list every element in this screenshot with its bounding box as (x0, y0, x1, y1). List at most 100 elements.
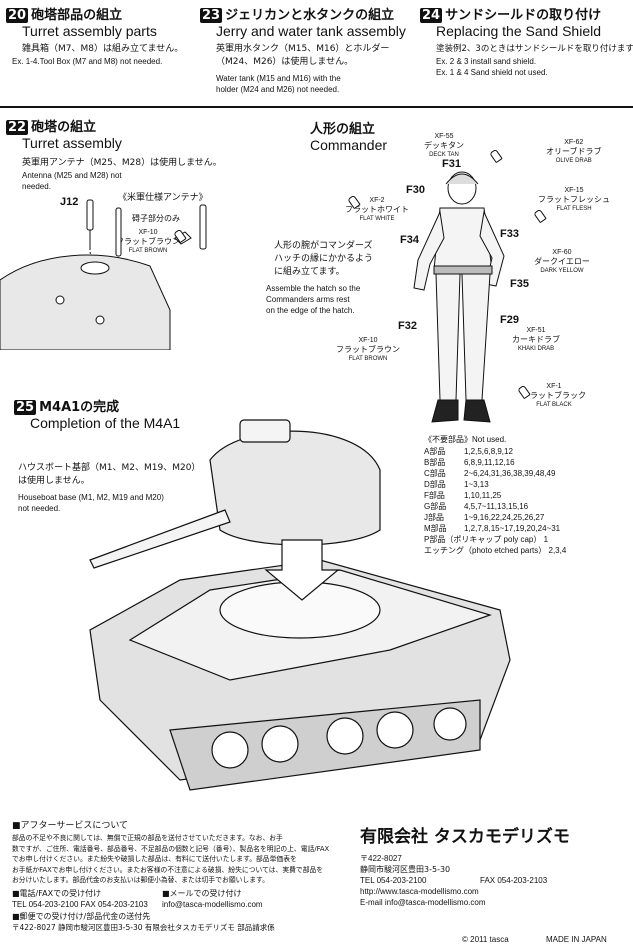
company-address: 静岡市駿河区豊田3-5-30 (360, 865, 451, 874)
footer-divider (0, 812, 633, 813)
part-f31: F31 (442, 158, 461, 170)
figure-left-leg (435, 273, 461, 401)
commander-note-jp-2: ハッチの縁にかかるよう (274, 254, 374, 264)
step-note-jp-1: ハウスボート基部（M1、M2、M19、M20） (18, 463, 201, 473)
paint-name-en: DECK TAN (429, 152, 459, 158)
company-email[interactable]: E-mail info@tasca-modellismo.com (360, 898, 486, 907)
made-in-japan: MADE IN JAPAN (546, 935, 607, 944)
company-block: 有限会社 タスカモデリズモ 〒422-8027 静岡市駿河区豊田3-5-30 T… (360, 822, 630, 908)
step-note-jp: 塗装例2、3のときはサンドシールドを取り付けます。 (436, 44, 633, 54)
step-note-en-1: Water tank (M15 and M16) with the (216, 74, 341, 83)
step-number: 24 (420, 8, 443, 23)
paint-code: XF-60 (552, 249, 572, 256)
email-block: ■メールでの受け付け info@tasca-modellismo.com (162, 889, 263, 911)
figure-right-boot (463, 399, 491, 423)
paint-xf51: XF-51 カーキドラブ KHAKI DRAB (512, 326, 560, 353)
rivet (55, 295, 65, 305)
paint-code: XF-55 (434, 133, 454, 140)
step-note-jp: 雑具箱（M7、M8）は組み立てません。 (22, 44, 184, 54)
commander-title-en: Commander (310, 137, 388, 153)
paint-name-jp: カーキドラブ (512, 335, 560, 344)
paint-name-jp: フラットブラック (522, 391, 586, 400)
step-note-en-1: Antenna (M25 and M28) not (22, 171, 122, 180)
paint-name-jp: フラットフレッシュ (538, 195, 610, 204)
paint-name-en: FLAT WHITE (359, 216, 395, 222)
step-title-jp: ジェリカンと水タンクの組立 (225, 8, 395, 23)
part-f30: F30 (406, 184, 425, 196)
step-number: 20 (6, 8, 29, 23)
part-j12-label: J12 (60, 196, 79, 208)
step-note-jp-2: は使用しません。 (18, 476, 90, 486)
step-title-en: Jerry and water tank assembly (216, 23, 406, 39)
paint-name-en: FLAT BROWN (128, 248, 168, 254)
after-service-heading: ■アフターサービスについて (12, 821, 129, 831)
company-url[interactable]: http://www.tasca-modellismo.com (360, 887, 479, 896)
mail-address: 〒422-8027 静岡市駿河区豊田3-5-30 有限会社タスカモデリズモ 部品… (12, 922, 275, 932)
step-title-en: Turret assembly (22, 135, 122, 151)
tank-cupola (239, 419, 291, 443)
paint-name-jp: デッキタン (424, 141, 464, 150)
step-note-jp-2: （M24、M26）は使用しません。 (216, 57, 354, 67)
paint-name-jp: オリーブドラブ (546, 147, 602, 156)
commander-note: 人形の腕がコマンダーズ ハッチの縁にかかるよう に組み立てます。 Assembl… (266, 240, 373, 316)
step-note-en: Ex. 1-4.Tool Box (M7 and M8) not needed. (12, 57, 163, 66)
road-wheels (211, 707, 467, 769)
commander-figure-illustration (413, 171, 505, 423)
figure-belt (433, 265, 493, 275)
part-f33: F33 (500, 228, 519, 240)
top-divider (0, 106, 633, 108)
us-antenna-parts (115, 204, 207, 257)
paint-code: XF-10 (138, 229, 158, 236)
commander-note-jp-1: 人形の腕がコマンダーズ (274, 241, 373, 251)
phone-fax-label: ■電話/FAXでの受け付け (12, 888, 102, 898)
phone-fax-value: TEL 054-203-2100 FAX 054-203-2103 (12, 900, 148, 909)
paint-xf15: XF-15 フラットフレッシュ FLAT FLESH (538, 186, 610, 213)
step-title-en: Replacing the Sand Shield (436, 23, 602, 39)
antenna-mount (80, 261, 110, 275)
paint-name-en: KHAKI DRAB (517, 346, 555, 352)
paint-xf2: XF-2 フラットホワイト FLAT WHITE (345, 196, 409, 223)
part-f34: F34 (400, 234, 419, 246)
phone-fax-block: ■電話/FAXでの受け付け TEL 054-203-2100 FAX 054-2… (12, 889, 162, 911)
paint-xf1: XF-1 フラットブラック FLAT BLACK (522, 382, 586, 409)
step-25-note: ハウスボート基部（M1、M2、M19、M20） は使用しません。 Housebo… (18, 462, 200, 514)
step-note-en-2: holder (M24 and M26) not needed. (216, 85, 340, 94)
paint-name-jp: フラットブラウン (116, 237, 180, 246)
not-used-heading: 《不要部品》Not used. (424, 435, 507, 444)
paint-xf10: XF-10 フラットブラウン FLAT BROWN (336, 336, 400, 363)
step-title-jp: M4A1の完成 (39, 400, 120, 415)
us-antenna-label: 《米軍仕様アンテナ》 (118, 193, 208, 203)
figure-headset (445, 173, 479, 185)
figure-left-boot (431, 399, 459, 423)
company-tel-fax: TEL 054-203-2100 FAX 054-203-2103 (360, 875, 630, 886)
paint-name-en: FLAT BLACK (536, 402, 572, 408)
step-number: 23 (200, 8, 223, 23)
commander-note-jp-3: に組み立てます。 (274, 267, 345, 277)
antenna-paint-callout: XF-10 フラットブラウン FLAT BROWN (116, 228, 180, 255)
step-number: 22 (6, 120, 29, 135)
step-title-jp: サンドシールドの取り付け (445, 8, 602, 23)
paint-name-jp: ダークイエロー (534, 257, 590, 266)
service-line: お手紙かFAXでお申し付けください。またお客様の不注意による破損、紛失については… (12, 865, 324, 874)
placement-arrow (264, 539, 340, 601)
copyright: © 2011 tasca (462, 935, 509, 944)
service-line: でお申し付けください。また紛失や破損した部品は、有料にて送付いたします。部品単価… (12, 855, 297, 863)
commander-note-en-2: Commanders arms rest (266, 295, 350, 304)
part-f32: F32 (398, 320, 417, 332)
antenna-j12 (86, 199, 94, 261)
email-label: ■メールでの受け付け (162, 888, 242, 898)
contact-row: ■電話/FAXでの受け付け TEL 054-203-2100 FAX 054-2… (12, 889, 312, 911)
paint-name-jp: フラットホワイト (345, 205, 409, 214)
step-number: 25 (14, 400, 37, 415)
company-tel: TEL 054-203-2100 (360, 876, 427, 885)
step-note-en-2: not needed. (18, 504, 61, 513)
